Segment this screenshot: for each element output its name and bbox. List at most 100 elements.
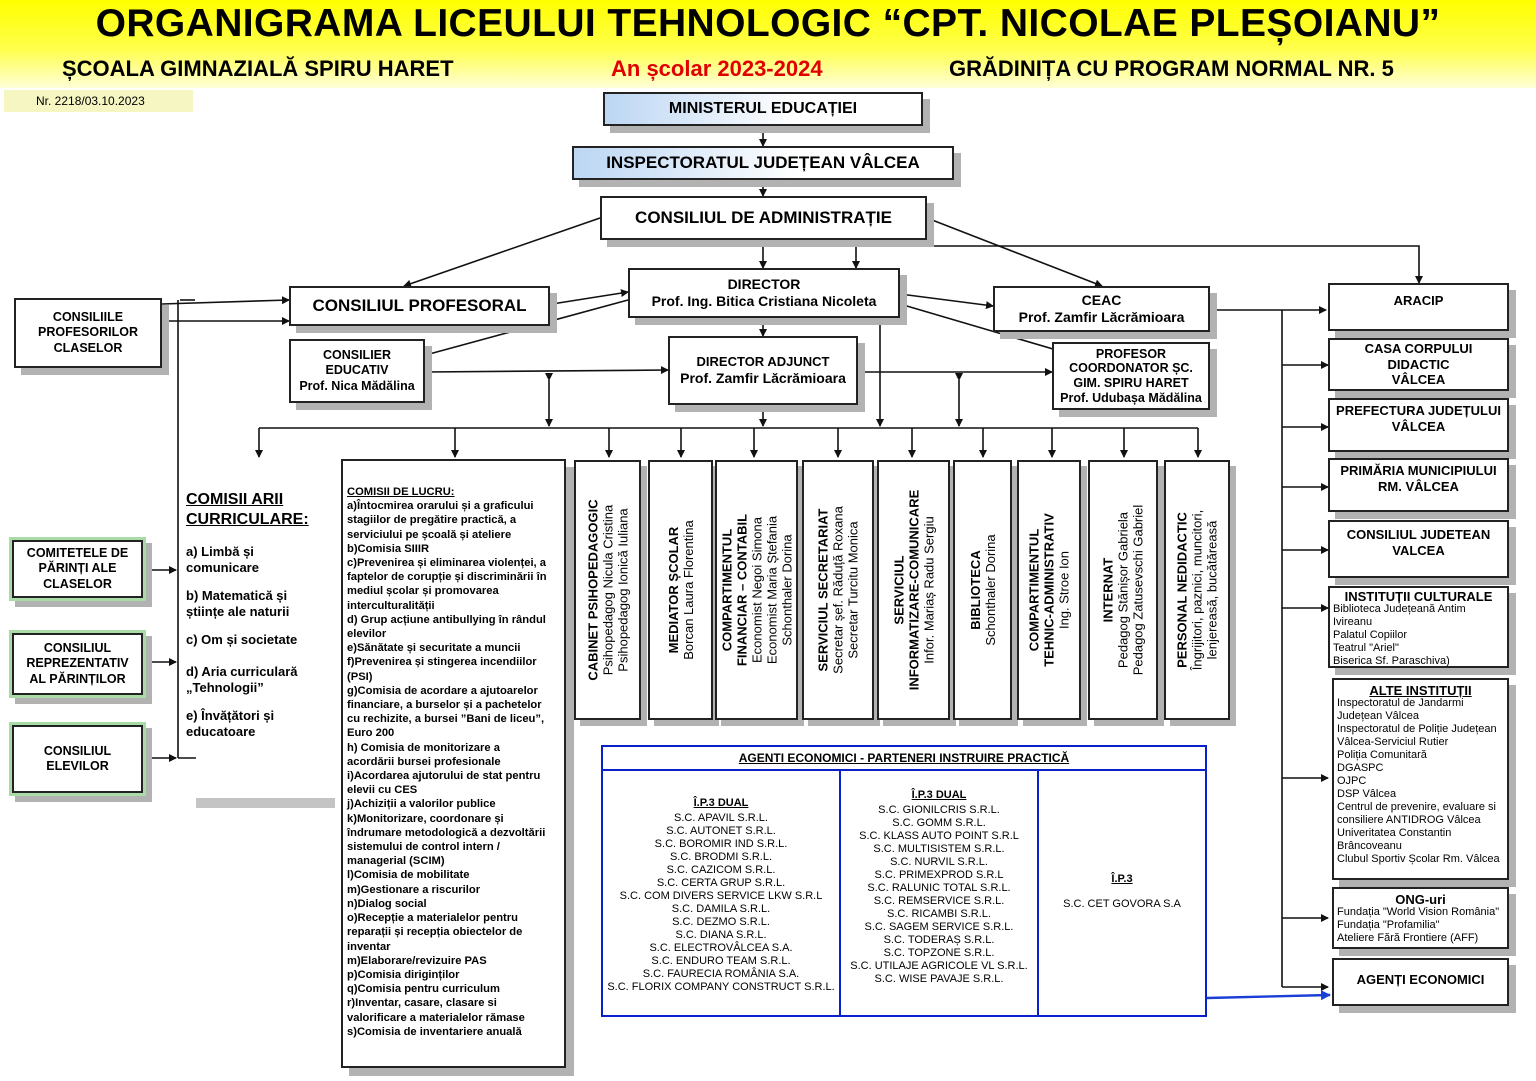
committee-line: b)Comisia SIIIR [347,542,430,555]
ceac-title: CEAC [1081,291,1122,308]
department-title: CABINET PSIHOPEDAGOGIC [585,499,600,681]
department-person: Schonthaler Dorina [982,534,998,646]
counselor-line: EDUCATIV [325,363,389,378]
department-person: Psihopedagog Nicula Cristina [600,504,615,676]
institution-item: Fundația "World Vision România" [1337,906,1500,918]
committee-line: inventar [347,940,391,953]
parents-committees-line: COMITETELE DE [26,546,129,561]
committee-line: p)Comisia diriginților [347,968,460,981]
ceac-name: Prof. Zamfir Lăcrămioara [1018,309,1185,325]
committees-title: COMISII DE LUCRU: [347,486,455,498]
partners-box: AGENTI ECONOMICI - PARTENERI INSTRUIRE P… [601,745,1207,1017]
parents-committees-box: COMITETELE DE PĂRINȚI ALE CLASELOR [9,537,146,601]
curricular-title: CURRICULARE: [186,511,309,528]
curricular-item: c) Om și societate [186,632,298,647]
coordinator-box: PROFESOR COORDONATOR ȘC. GIM. SPIRU HARE… [1052,342,1210,410]
partner-company: S.C. GIONILCRIS S.R.L. [878,804,1000,816]
inspectorate-label: INSPECTORATUL JUDEȚEAN VÂLCEA [606,152,920,172]
city-hall-line: PRIMĂRIA MUNICIPIULUI [1340,463,1497,478]
department-person: Economist Maria Ștefania [764,515,779,665]
committee-line: l)Comisia de mobilitate [347,869,470,882]
deputy-title: DIRECTOR ADJUNCT [696,354,830,370]
parents-council-box: CONSILIUL REPREZENTATIV AL PĂRINȚILOR [9,630,146,698]
partners-col-3: Î.P.3 S.C. CET GOVORA S.A [1039,771,1205,1015]
students-council-inner: CONSILIUL ELEVILOR [12,725,143,793]
committee-line: o)Recepție a materialelor pentru [347,912,518,925]
partner-company: S.C. ENDURO TEAM S.R.L. [651,955,791,967]
institution-item: DSP Vâlcea [1337,788,1397,800]
institution-item: consiliere ANTIDROG Vâlcea [1337,814,1481,826]
parents-council-line: REPREZENTATIV [26,656,129,671]
document-number: Nr. 2218/03.10.2023 [4,90,193,112]
teaching-house-line: CASA CORPULUI [1364,340,1473,356]
curricular-shadow [196,798,335,808]
director-title: DIRECTOR [727,275,801,292]
school-year: An școlar 2023-2024 [611,56,823,81]
county-council-box: CONSILIUL JUDETEAN VALCEA [1328,520,1509,578]
city-hall-box: PRIMĂRIA MUNICIPIULUI RM. VÂLCEA [1328,458,1509,512]
economic-agents-box: AGENȚI ECONOMICI [1332,958,1509,1006]
partner-company: S.C. CAZICOM S.R.L. [666,864,776,876]
committee-line: k)Monitorizare, coordonare și [347,812,504,825]
department-title: PERSONAL NEDIDACTIC [1174,512,1190,668]
department-title: COMPARTIMENTUL [1026,528,1042,652]
committee-line: sistemului de control intern / [347,841,500,854]
committee-line: valorificare a materialelor rămase [347,1011,525,1024]
committee-line: s)Comisia de inventariere anuală [347,1025,522,1038]
partner-company: S.C. PRIMEXPROD S.R.L [874,869,1004,881]
institution-item: Fundația "Profamilia" [1337,919,1440,931]
aracip-box: ARACIP [1328,283,1509,331]
committee-line: f)Prevenirea și stingerea incendiilor [347,656,537,669]
admin-council-box: CONSILIUL DE ADMINISTRAȚIE [600,196,927,240]
department-title: MEDIATOR ȘCOLAR [665,526,681,654]
partners-col-title: Î.P.3 [1111,873,1133,885]
ceac-box: CEAC Prof. Zamfir Lăcrămioara [993,286,1210,332]
institution-item: OJPC [1337,775,1367,787]
committee-line: elevilor [347,628,387,641]
committee-line: m)Elaborare/revizuire PAS [347,954,487,967]
institution-item: Ivireanu [1333,616,1373,628]
committee-line: mediul școlar și promovarea [347,585,499,598]
partner-company: S.C. FLORIX COMPANY CONSTRUCT S.R.L. [607,981,835,993]
partner-company: S.C. TOPZONE S.R.L. [883,947,995,959]
committee-line: d) Grup acțiune antibullying în rândul [347,613,546,626]
department-title: SERVICIUL [891,555,906,625]
teaching-house-box: CASA CORPULUI DIDACTIC VÂLCEA [1328,338,1509,391]
department-person: Secretar șef. Răduță Roxana [830,506,846,674]
institution-item: Biblioteca Județeană Antim [1333,603,1466,615]
partner-company: S.C. BRODMI S.R.L. [669,851,773,863]
institution-item: Județean Vâlcea [1337,710,1419,722]
counselor-box: CONSILIER EDUCATIV Prof. Nica Mădălina [289,339,425,403]
department-person: Secretar Turcitu Monica [845,521,861,659]
counselor-name: Prof. Nica Mădălina [299,378,415,393]
partner-company: S.C. GOMM S.R.L. [892,817,986,829]
committee-line: r)Inventar, casare, clasare si [347,997,497,1010]
teaching-house-line: DIDACTIC [1387,356,1450,372]
committee-line: îndrumare metodologică a dezvoltării [347,826,546,839]
ngo-box: ONG-uri Fundația "World Vision România"F… [1332,887,1509,949]
economic-agents-label: AGENȚI ECONOMICI [1356,972,1485,987]
department-person: lenjereasă, bucătăreasă [1204,520,1220,660]
department-person: Pedagog Stănișor Gabriela [1115,511,1131,669]
coordinator-name: Prof. Udubașa Mădălina [1060,390,1202,405]
parents-committees-line: CLASELOR [43,576,112,591]
department-person: Psihopedagog Ionică Iuliana [615,508,630,672]
institution-item: Poliția Comunitară [1337,749,1427,761]
partner-company: S.C. RICAMBI S.R.L. [887,908,991,920]
committee-line: (PSI) [347,670,373,683]
prefecture-line: PREFECTURA JUDEȚULUI [1336,403,1501,418]
department-person: Borcan Laura Florentina [680,520,696,660]
curricular-item: d) Aria curriculară„Tehnologii” [186,664,298,695]
institution-item: Centrul de prevenire, evaluare si [1337,801,1496,813]
